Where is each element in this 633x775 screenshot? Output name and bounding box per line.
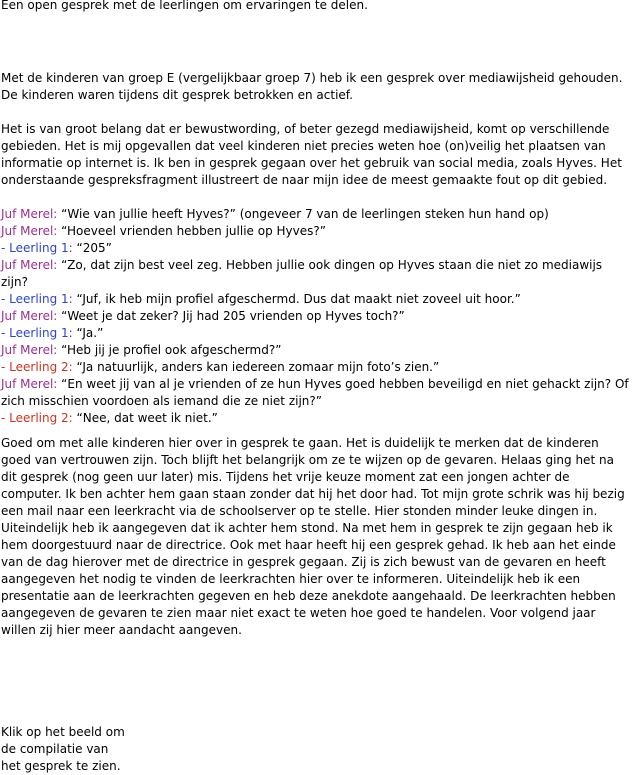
video-caption[interactable]: Klik op het beeld om de compilatie van h… xyxy=(1,724,631,775)
speaker-label: - Leerling 1: xyxy=(1,292,73,306)
dialogue-line: - Leerling 2: “Ja natuurlijk, anders kan… xyxy=(1,359,631,376)
speaker-label: Juf Merel: xyxy=(1,207,58,221)
caption-line: Klik op het beeld om xyxy=(1,725,125,739)
speaker-label: - Leerling 2: xyxy=(1,360,73,374)
dialogue-text: “Juf, ik heb mijn profiel afgeschermd. D… xyxy=(72,292,521,306)
speaker-label: Juf Merel: xyxy=(1,377,58,391)
dialogue-text: “Ja.” xyxy=(72,326,104,340)
speaker-label: - Leerling 1: xyxy=(1,326,73,340)
speaker-label: - Leerling 2: xyxy=(1,411,73,425)
dialogue-text: “Weet je dat zeker? Jij had 205 vrienden… xyxy=(57,309,405,323)
dialogue-line: - Leerling 1: “205” xyxy=(1,240,631,257)
paragraph-awareness: Het is van groot belang dat er bewustwor… xyxy=(1,122,622,187)
dialogue-line: - Leerling 1: “Juf, ik heb mijn profiel … xyxy=(1,291,631,308)
speaker-label: Juf Merel: xyxy=(1,343,58,357)
dialogue-line: - Leerling 1: “Ja.” xyxy=(1,325,631,342)
dialogue-fragment: Juf Merel: “Wie van jullie heeft Hyves?”… xyxy=(1,206,631,427)
dialogue-line: - Leerling 2: “Nee, dat weet ik niet.” xyxy=(1,410,631,427)
dialogue-line: Juf Merel: “En weet jij van al je vriend… xyxy=(1,376,631,410)
caption-line: de compilatie van xyxy=(1,742,109,756)
dialogue-line: Juf Merel: “Hoeveel vrienden hebben jull… xyxy=(1,223,631,240)
speaker-label: Juf Merel: xyxy=(1,309,58,323)
paragraph-reflection: Goed om met alle kinderen hier over in g… xyxy=(1,436,625,637)
dialogue-text: “En weet jij van al je vrienden of ze hu… xyxy=(1,377,629,408)
dialogue-line: Juf Merel: “Weet je dat zeker? Jij had 2… xyxy=(1,308,631,325)
dialogue-text: “Wie van jullie heeft Hyves?” (ongeveer … xyxy=(57,207,549,221)
speaker-label: Juf Merel: xyxy=(1,224,58,238)
dialogue-text: “Zo, dat zijn best veel zeg. Hebben jull… xyxy=(1,258,603,289)
dialogue-text: “Hoeveel vrienden hebben jullie op Hyves… xyxy=(57,224,326,238)
dialogue-line: Juf Merel: “Wie van jullie heeft Hyves?”… xyxy=(1,206,631,223)
speaker-label: - Leerling 1: xyxy=(1,241,73,255)
intro-text: Een open gesprek met de leerlingen om er… xyxy=(1,0,368,12)
dialogue-line: Juf Merel: “Zo, dat zijn best veel zeg. … xyxy=(1,257,631,291)
dialogue-text: “205” xyxy=(72,241,112,255)
dialogue-text: “Nee, dat weet ik niet.” xyxy=(72,411,218,425)
dialogue-line: Juf Merel: “Heb jij je profiel ook afges… xyxy=(1,342,631,359)
speaker-label: Juf Merel: xyxy=(1,258,58,272)
paragraph-context: Met de kinderen van groep E (vergelijkba… xyxy=(1,71,623,102)
dialogue-text: “Heb jij je profiel ook afgeschermd?” xyxy=(57,343,282,357)
caption-line: het gesprek te zien. xyxy=(1,759,121,773)
dialogue-text: “Ja natuurlijk, anders kan iedereen zoma… xyxy=(72,360,440,374)
